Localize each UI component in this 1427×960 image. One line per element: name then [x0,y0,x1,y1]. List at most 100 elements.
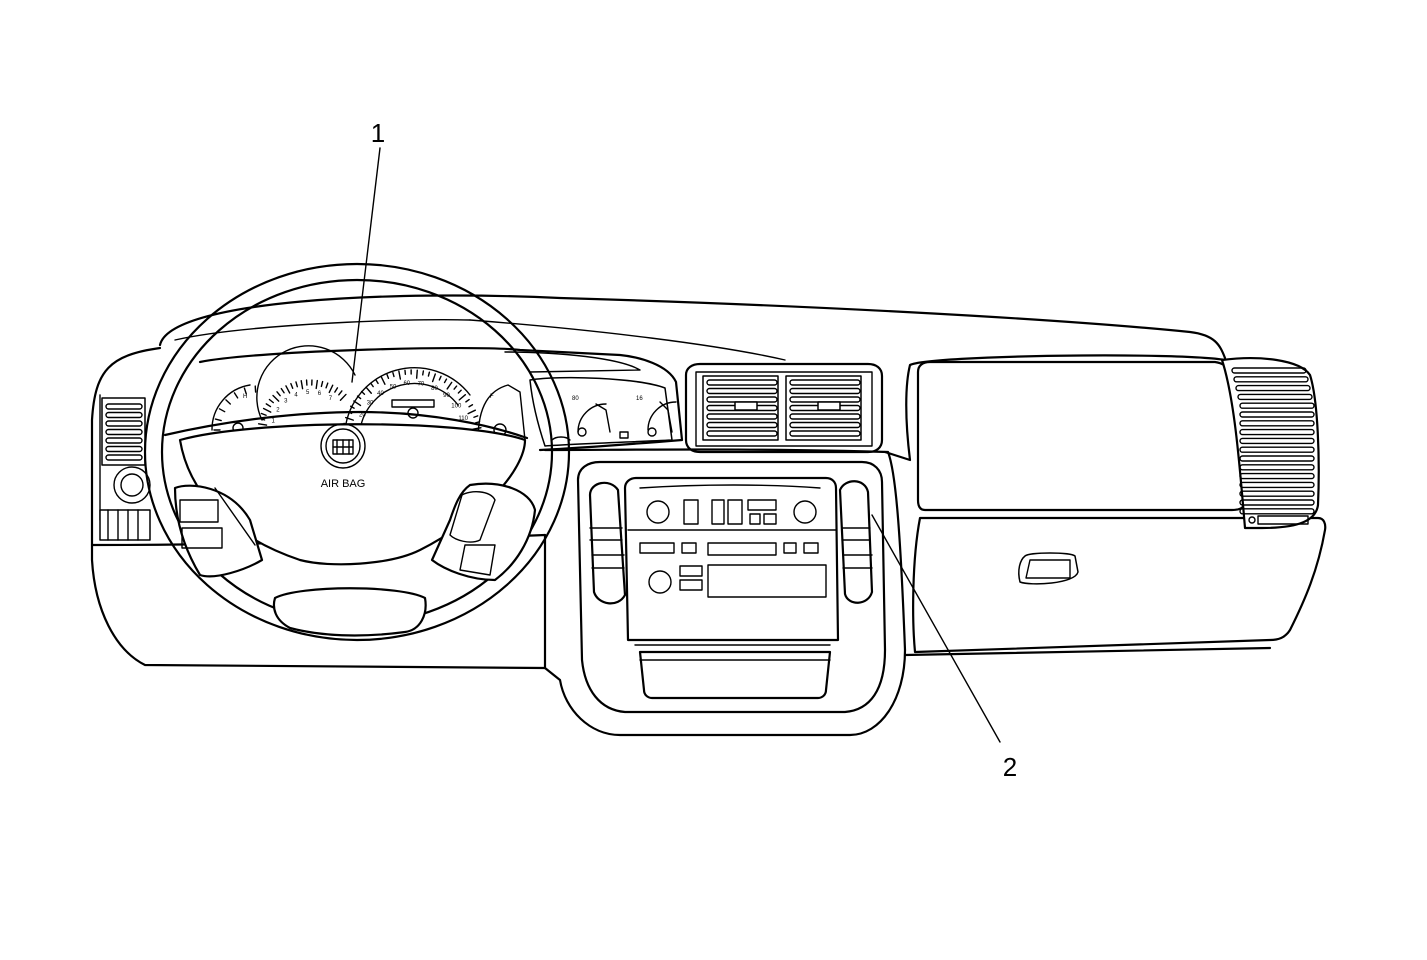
tach-tick-label: 7 [329,396,333,402]
vent-slat [105,428,143,436]
tach-tick-label: 5 [306,390,310,396]
aux-gauge-panel [529,376,673,447]
gauge-tick [468,404,474,408]
gauge-tick [290,382,294,390]
vent-slat [1233,376,1309,383]
tach-tick-label: 3 [284,399,288,405]
tach-tick-label: 6 [318,391,322,397]
vent-slat [1235,384,1311,392]
vent-adjust-tab [734,401,758,411]
callout-1-label: 1 [371,118,385,148]
passenger-airbag-door [916,360,1247,512]
dash-top-pad [158,294,1227,361]
radio-button [639,542,675,554]
gauge-tick [458,394,467,401]
fader-knob [648,570,672,594]
airbag-label: AIR BAG [321,478,366,490]
vent-slat [789,379,861,386]
gauge-tick [380,376,386,385]
vent-slat [789,387,861,395]
gauge-tick [467,409,477,415]
callout-1-leader [351,147,381,383]
gauge-tick [276,391,281,397]
speedo-tick-label: 80 [431,386,438,392]
gauge-tick [233,392,239,399]
radio-button [683,499,699,525]
vent-slat [105,445,143,453]
speedo-tick-label: 100 [451,403,462,409]
vent-slat [105,411,143,419]
gauge-tick [260,412,267,416]
gauge-tick [443,378,448,384]
speedo-tick-label: 110 [458,416,468,422]
radio-button [749,513,761,525]
gauge-tick [465,398,470,403]
vent-slat [706,387,778,395]
volt-gauge-mark: 16 [636,396,643,402]
right-vent-trim [1257,515,1309,525]
vent-slat [789,430,861,437]
callout-2-label: 2 [1003,752,1017,782]
vent-slat [1239,490,1315,497]
vent-slat [1239,499,1315,506]
gauge-tick [295,381,299,388]
speedo-tick-label: 60 [403,381,410,387]
fuel-gauge-mark: F [490,394,494,400]
speedo-tick-label: 90 [443,393,450,399]
temp-gauge-mark: H [243,394,247,400]
odometer-display [391,399,435,408]
gauge-tick [243,387,247,395]
vent-slat [1239,402,1315,409]
radio-button [747,499,777,511]
radio-button [681,542,697,554]
coolant-temp-gauge: H [211,384,257,434]
right-climate-control [838,480,874,604]
gauge-tick [386,373,390,380]
speedo-tick-label: 40 [377,391,384,397]
steering-wheel-rim-outer [143,262,571,642]
gauge-tick [356,395,362,400]
vent-slat [1239,420,1315,427]
gauge-tick [262,407,272,413]
vent-slat [1239,411,1315,418]
vent-slat [706,379,778,386]
steering-wheel-emblem [320,423,366,469]
radio-button [679,579,703,591]
glove-box-handle [1018,552,1079,585]
oil-pressure-gauge: 80 [572,396,611,437]
steering-wheel: AIR BAG [143,262,571,642]
speedo-tick-label: 70 [418,382,425,388]
speedo-tick-label: 20 [359,412,366,418]
radio-button [711,499,725,525]
vent-slat [706,430,778,437]
battery-icon [619,431,629,439]
radio-button [727,499,743,525]
vent-slat [1239,437,1315,445]
gauge-tick [338,390,343,396]
gauge-tick [457,389,462,394]
gauge-tick [268,398,275,404]
vent-slat [105,403,143,410]
vent-slat [1239,472,1315,480]
radio-display [707,564,827,598]
center-stack [543,448,907,737]
right-spoke-controls [449,491,496,543]
left-spoke-controls [179,499,223,549]
lower-storage-bin [638,650,832,700]
left-vent-slats [105,403,143,461]
bottom-spoke [272,587,427,637]
vent-slat [706,413,778,420]
vent-slat [1239,428,1315,436]
vent-slat [105,437,143,444]
vent-slat [706,421,778,429]
gauge-tick [427,371,431,377]
gauge-tick [446,381,453,390]
gauge-tick [345,416,354,421]
gauge-tick [353,400,362,407]
gauge-tick [280,387,285,394]
vent-slat [1239,464,1315,471]
vent-slat [1239,508,1315,515]
